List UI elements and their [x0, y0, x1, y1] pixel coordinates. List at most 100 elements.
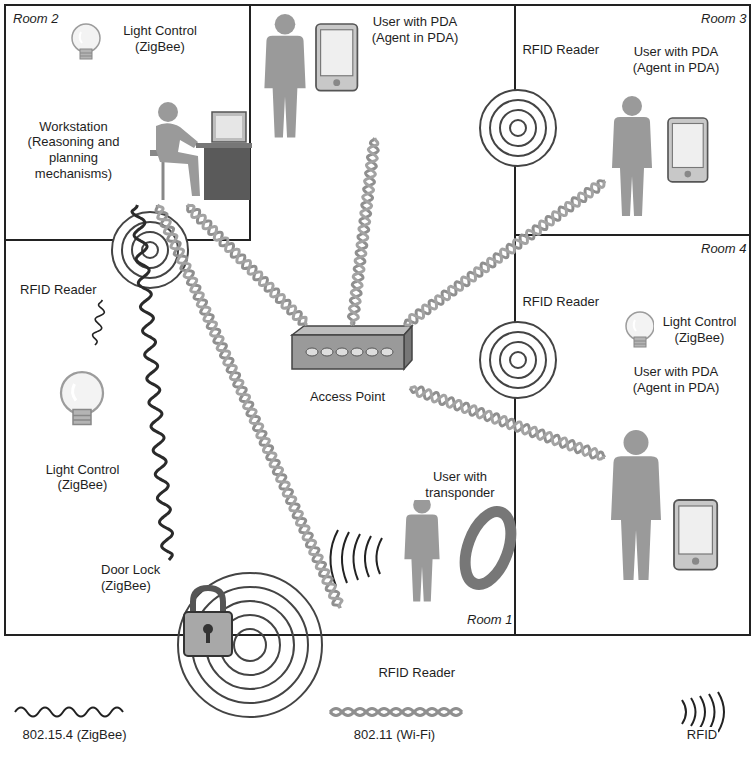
room-label: Room 4: [700, 241, 748, 256]
door-lock-icon: [184, 588, 232, 656]
node-label: User with transponder: [415, 469, 505, 500]
workstation: Workstation (Reasoning and planning mech…: [10, 95, 255, 205]
zigbee-sample: [15, 708, 123, 717]
workstation-figure: [216, 116, 242, 138]
workstation-figure: [196, 143, 252, 148]
access-point-box: [351, 348, 363, 356]
wifi-sample: [330, 709, 462, 716]
access-point-box: [336, 348, 348, 356]
node-label: Light Control (ZigBee): [110, 23, 210, 54]
wifi-link: [156, 205, 342, 608]
rfid-signal: [353, 534, 360, 580]
pda-user: User with PDA (Agent in PDA): [605, 40, 747, 220]
light-bulb: [626, 312, 654, 347]
person-silhouette: [611, 430, 661, 580]
wifi-sample: [330, 709, 462, 716]
rfid-signal: [330, 530, 382, 586]
link-strand: [410, 387, 605, 460]
wifi-link: [410, 387, 605, 460]
light-control: Light Control (ZigBee): [62, 8, 212, 70]
rfid-signal: [365, 536, 371, 577]
node-label: Light Control (ZigBee): [654, 314, 745, 345]
link-strand: [405, 181, 605, 325]
link-strand: [348, 138, 378, 325]
rfid-reader: RFID Reader: [15, 208, 205, 300]
workstation-figure: [158, 102, 178, 122]
person-silhouette: [404, 496, 439, 602]
light-bulb: [72, 24, 100, 59]
link-strand: [157, 205, 342, 608]
rfid-reader: RFID Reader: [478, 40, 602, 175]
door-lock-icon: [206, 631, 210, 643]
workstation-figure: [150, 102, 252, 200]
rfid-sample: [682, 700, 686, 724]
legend-text: RFID: [686, 727, 718, 743]
light-control: Light Control (ZigBee): [25, 345, 140, 495]
rfid-signal: [376, 538, 382, 574]
node-label: User with PDA (Agent in PDA): [626, 364, 726, 395]
link-strand: [93, 300, 105, 345]
access-point-box: [292, 335, 404, 369]
room-label: Room 3: [700, 11, 748, 26]
node-label: Workstation (Reasoning and planning mech…: [12, 119, 135, 181]
wifi-sample: [330, 709, 462, 716]
pda-user: User with PDA (Agent in PDA): [255, 8, 510, 138]
rfid-rings: [234, 629, 266, 661]
legend-text: 802.11 (Wi-Fi): [353, 727, 436, 743]
link-strand: [132, 205, 173, 560]
pda-device: [316, 24, 357, 91]
workstation-figure: [156, 123, 200, 196]
person-silhouette: [612, 96, 652, 216]
access-point-box: [321, 348, 333, 356]
zigbee-link: [93, 300, 105, 345]
link-strand: [405, 181, 605, 325]
rfid-rings: [178, 573, 322, 717]
rfid-rings: [480, 322, 556, 398]
node-label: User with PDA (Agent in PDA): [365, 14, 465, 45]
room-label: Room 1: [466, 612, 514, 627]
node-label: RFID Reader: [19, 282, 98, 298]
workstation-figure: [212, 112, 246, 142]
rfid-reader: RFID Reader: [478, 292, 602, 402]
rfid-sample: [700, 696, 705, 728]
node-label: RFID Reader: [377, 665, 456, 681]
access-point-box: [366, 348, 378, 356]
access-point-box: [404, 326, 412, 369]
pda-device: [674, 500, 717, 570]
rfid-sample: [709, 694, 715, 730]
rfid-sample: [691, 698, 696, 726]
rfid-sample: [718, 692, 724, 732]
workstation-figure: [162, 156, 165, 200]
node-label: Access Point: [309, 389, 386, 405]
access-point-box: [292, 326, 412, 335]
person-silhouette: [264, 14, 305, 138]
room-label: Room 2: [12, 11, 60, 26]
zigbee-link: [132, 205, 173, 560]
node-label: RFID Reader: [521, 294, 600, 310]
link-strand: [349, 138, 377, 325]
door-lock-icon: [184, 612, 232, 656]
rfid-reader: RFID Reader: [255, 608, 460, 685]
connectors: [93, 138, 605, 608]
node-label: Light Control (ZigBee): [27, 462, 138, 493]
rfid-rings: [480, 90, 556, 166]
pda-device: [668, 118, 708, 182]
transponder-user: User with transponder: [390, 465, 530, 605]
door-lock: Door Lock (ZigBee): [98, 560, 250, 675]
workstation-figure: [204, 146, 250, 200]
pda-user: User with PDA (Agent in PDA): [605, 360, 747, 605]
light-control: Light Control (ZigBee): [622, 305, 747, 355]
wifi-link: [348, 138, 378, 325]
legend-item: 802.15.4 (ZigBee): [12, 727, 137, 743]
rfid-sample: [682, 692, 724, 732]
legend-text: 802.15.4 (ZigBee): [21, 727, 127, 743]
legend-item: 802.11 (Wi-Fi): [322, 727, 467, 743]
node-label: RFID Reader: [521, 42, 600, 58]
wifi-link: [405, 181, 605, 326]
access-point: Access Point: [285, 325, 410, 407]
rfid-rings: [178, 573, 322, 717]
node-label: Door Lock (ZigBee): [100, 562, 175, 593]
node-label: User with PDA (Agent in PDA): [626, 44, 726, 75]
